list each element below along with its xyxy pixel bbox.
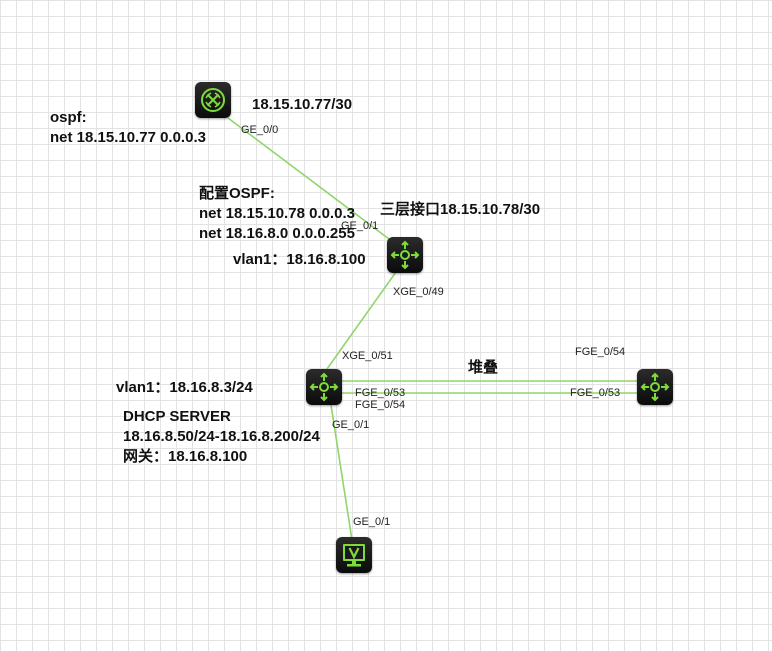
- pc-monitor-icon: [343, 544, 365, 567]
- core-switch-device[interactable]: [387, 237, 423, 273]
- core-ospf-title: 配置OSPF:: [199, 185, 275, 202]
- port-label-stack-fge054: FGE_0/54: [575, 346, 626, 358]
- port-label-stack-fge053: FGE_0/53: [570, 387, 621, 399]
- dhcp-gateway: 网关：18.16.8.100: [123, 448, 248, 465]
- access-vlan1-note: vlan1：18.16.8.3/24: [116, 379, 253, 396]
- router-ospf-title: ospf:: [50, 109, 87, 126]
- dhcp-range: 18.16.8.50/24-18.16.8.200/24: [123, 428, 320, 445]
- core-ospf-net2: net 18.16.8.0 0.0.0.255: [199, 225, 355, 242]
- router-ip-note: 18.15.10.77/30: [252, 96, 353, 113]
- link-router-core: [227, 117, 394, 243]
- port-label-router-ge00: GE_0/0: [241, 124, 279, 136]
- core-l3-interface-note: 三层接口18.15.10.78/30: [380, 201, 541, 218]
- stack-label: 堆叠: [468, 359, 499, 376]
- port-label-core-ge01: GE_0/1: [341, 220, 379, 232]
- core-vlan1-note: vlan1：18.16.8.100: [233, 251, 366, 268]
- l3-switch-icon: [640, 372, 670, 402]
- router-device[interactable]: [195, 82, 231, 118]
- router-ospf-net: net 18.15.10.77 0.0.0.3: [50, 129, 206, 146]
- port-label-access-xge051: XGE_0/51: [342, 350, 393, 362]
- port-label-core-xge049: XGE_0/49: [393, 286, 444, 298]
- dhcp-server-note: DHCP SERVER 18.16.8.50/24-18.16.8.200/24…: [123, 407, 320, 467]
- access-switch-device[interactable]: [306, 369, 342, 405]
- stack-switch-device[interactable]: [637, 369, 673, 405]
- l3-switch-icon: [309, 372, 339, 402]
- port-label-access-fge054: FGE_0/54: [355, 399, 406, 411]
- port-label-access-ge01: GE_0/1: [332, 419, 370, 431]
- core-ospf-note: 配置OSPF: net 18.15.10.78 0.0.0.3 net 18.1…: [199, 184, 355, 244]
- port-label-access-fge053: FGE_0/53: [355, 387, 406, 399]
- port-label-pc-ge01: GE_0/1: [353, 516, 391, 528]
- router-ospf-note: ospf: net 18.15.10.77 0.0.0.3: [50, 108, 206, 148]
- link-core-access: [321, 271, 397, 377]
- core-ospf-net1: net 18.15.10.78 0.0.0.3: [199, 205, 355, 222]
- link-access-pc: [330, 404, 353, 541]
- router-icon: [201, 88, 225, 112]
- pc-device[interactable]: [336, 537, 372, 573]
- l3-switch-icon: [390, 240, 420, 270]
- dhcp-title: DHCP SERVER: [123, 408, 231, 425]
